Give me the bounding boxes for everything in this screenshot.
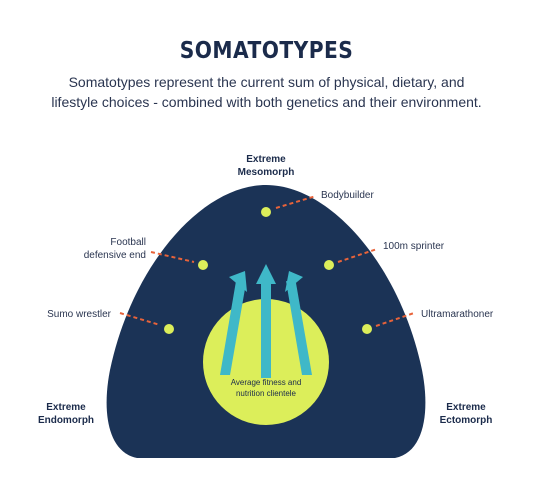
subtitle-line-2: lifestyle choices - combined with both g… [51, 94, 482, 110]
subtitle-line-1: Somatotypes represent the current sum of… [68, 74, 465, 90]
label-sprinter: 100m sprinter [383, 241, 445, 252]
arrows [220, 264, 312, 378]
connectors [119, 195, 415, 327]
label-endomorph-line-1: Extreme [46, 402, 86, 413]
arrow-right [285, 271, 312, 375]
page-title: SOMATOTYPES [179, 38, 354, 64]
arrow-center [256, 264, 276, 378]
example-dots [164, 207, 372, 334]
label-mesomorph-line-1: Extreme [246, 154, 286, 165]
label-ultra: Ultramarathoner [421, 309, 494, 320]
connector-football [150, 251, 195, 263]
label-football-line-1: Football [110, 237, 146, 248]
dot-bodybuilder [261, 207, 271, 217]
dot-sprinter [324, 260, 334, 270]
center-label-line-2: nutrition clientele [236, 389, 297, 398]
label-ectomorph-line-1: Extreme [446, 402, 486, 413]
label-ectomorph-line-2: Ectomorph [440, 415, 493, 426]
dot-football [198, 260, 208, 270]
label-endomorph-line-2: Endomorph [38, 415, 94, 426]
center-label-line-1: Average fitness and [231, 378, 302, 387]
dot-ultra [362, 324, 372, 334]
arrow-left [220, 271, 247, 375]
label-football-line-2: defensive end [84, 250, 146, 261]
page-subtitle: Somatotypes represent the current sum of… [20, 72, 513, 112]
label-bodybuilder: Bodybuilder [321, 190, 374, 201]
dot-sumo [164, 324, 174, 334]
label-sumo: Sumo wrestler [47, 309, 112, 320]
label-mesomorph-line-2: Mesomorph [238, 167, 295, 178]
